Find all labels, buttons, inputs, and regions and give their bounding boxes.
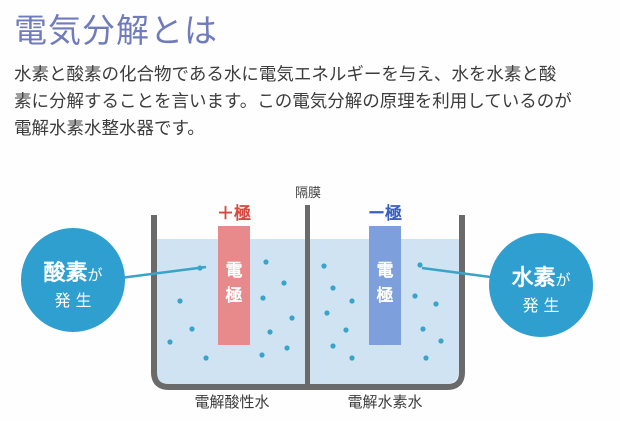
negative-electrode-char: 極 [377, 285, 394, 306]
right-bubbles [321, 262, 444, 361]
negative-electrode-char: 電 [377, 261, 394, 281]
description-line: 素に分解することを言います。この電気分解の原理を利用しているのが [14, 92, 572, 112]
description-text: 水素と酸素の化合物である水に電気エネルギーを与え、水を水素と酸 素に分解すること… [14, 62, 614, 143]
acidic-water-caption: 電解酸性水 [194, 393, 269, 411]
description-line: 電解水素水整水器です。 [14, 119, 205, 139]
page-title: 電気分解とは [14, 11, 218, 50]
membrane-label: 隔膜 [295, 186, 321, 201]
oxygen-particle: が [88, 266, 103, 284]
hydrogen-badge-title: 水素が [511, 265, 570, 291]
right-connector-line [421, 266, 499, 280]
description-line: 水素と酸素の化合物である水に電気エネルギーを与え、水を水素と酸 [14, 65, 557, 85]
negative-electrode [369, 226, 401, 345]
negative-electrode-label: ー極 [368, 203, 402, 224]
hydrogen-label: 水素 [511, 265, 555, 291]
positive-electrode-char: 電 [226, 261, 243, 281]
hydrogen-badge [489, 233, 593, 337]
hydrogen-badge-sub: 発 生 [522, 296, 559, 315]
oxygen-badge-sub: 発 生 [54, 291, 91, 310]
oxygen-badge [21, 228, 125, 332]
positive-electrode [218, 226, 250, 345]
hydrogen-water-caption: 電解水素水 [347, 393, 422, 411]
positive-electrode-label: ＋極 [217, 203, 251, 224]
left-connector-line [119, 265, 207, 280]
oxygen-label: 酸素 [43, 260, 87, 286]
tank-outline [151, 215, 465, 390]
positive-electrode-char: 極 [226, 285, 243, 306]
membrane [305, 205, 310, 386]
hydrogen-particle: が [556, 271, 571, 289]
oxygen-badge-title: 酸素が [43, 260, 102, 286]
